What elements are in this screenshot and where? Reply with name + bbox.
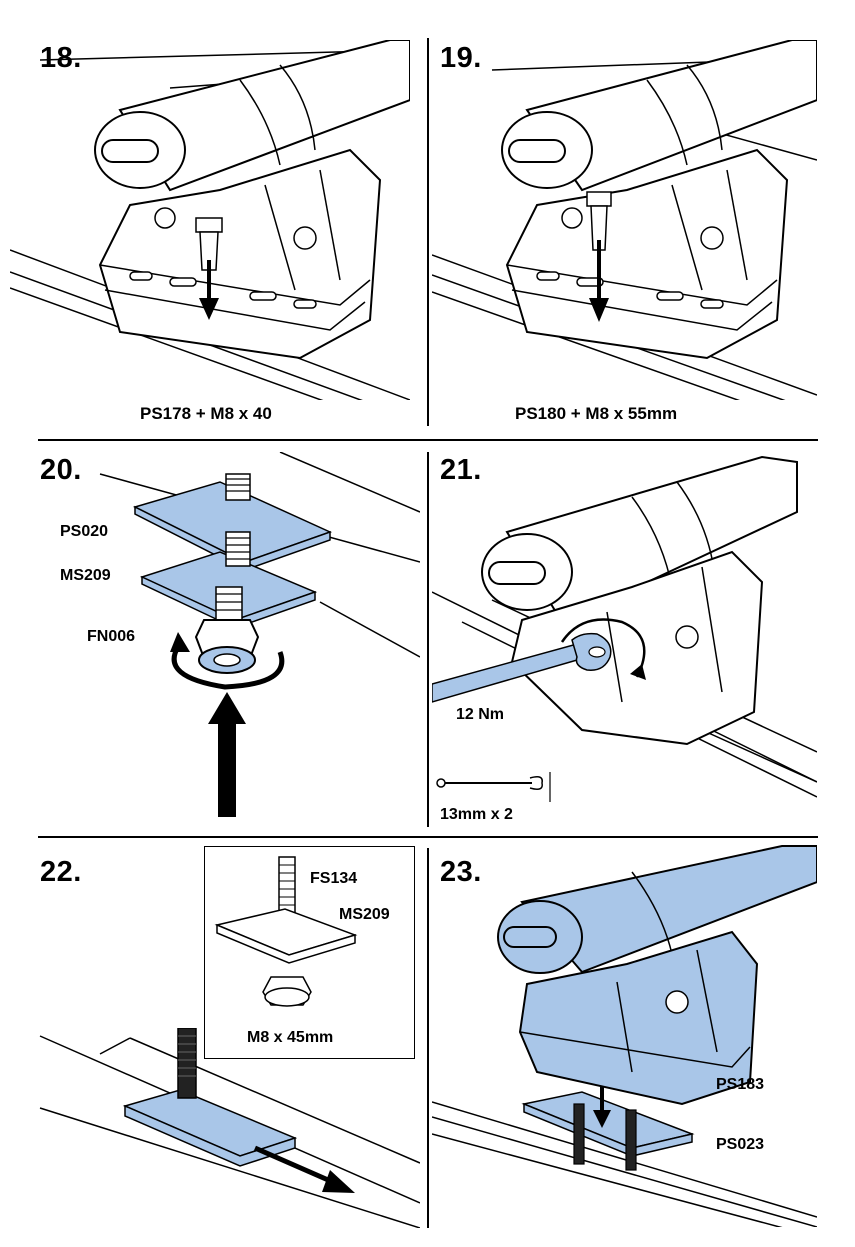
step-22-inset-caption: M8 x 45mm xyxy=(247,1029,334,1046)
step-22-number: 22. xyxy=(40,856,82,888)
vertical-divider-bottom xyxy=(427,848,429,1228)
step-18-caption: PS178 + M8 x 40 xyxy=(140,404,272,423)
step-19-caption: PS180 + M8 x 55mm xyxy=(515,404,678,423)
vertical-divider-middle xyxy=(427,452,429,827)
wrench-icon xyxy=(436,776,543,790)
step-23-number: 23. xyxy=(440,856,482,888)
step-22-rail-illustration xyxy=(39,1028,420,1228)
step-20-exploded-illustration xyxy=(99,452,420,817)
step-22-inset-label-ms209: MS209 xyxy=(339,906,390,923)
step-22-inset-label-fs134: FS134 xyxy=(310,870,358,887)
step-22-inset-bolt-illustration xyxy=(214,856,358,1007)
step-20-label-fn006: FN006 xyxy=(87,628,136,645)
step-23-label-ps183: PS183 xyxy=(716,1076,765,1093)
horizontal-divider-2 xyxy=(38,836,818,838)
step-20-label-ps020: PS020 xyxy=(60,523,109,540)
step-19-number: 19. xyxy=(440,42,482,74)
step-21-tool-label: 13mm x 2 xyxy=(440,806,513,823)
step-21-torque-illustration xyxy=(432,455,817,802)
step-20-label-ms209: MS209 xyxy=(60,567,111,584)
step-23-foot-illustration xyxy=(432,845,817,1227)
vertical-divider-top xyxy=(427,38,429,426)
horizontal-divider-1 xyxy=(38,439,818,441)
step-20-number: 20. xyxy=(40,454,82,486)
step-23-label-ps023: PS023 xyxy=(716,1136,765,1153)
step-18-number: 18. xyxy=(40,42,82,74)
step-21-number: 21. xyxy=(440,454,482,486)
step-21-torque-label: 12 Nm xyxy=(456,706,505,723)
step-22-inset-frame: FS134 MS209 M8 x 45mm xyxy=(204,846,415,1059)
step-19-foot-illustration xyxy=(432,40,817,400)
step-18-foot-illustration xyxy=(10,40,410,400)
